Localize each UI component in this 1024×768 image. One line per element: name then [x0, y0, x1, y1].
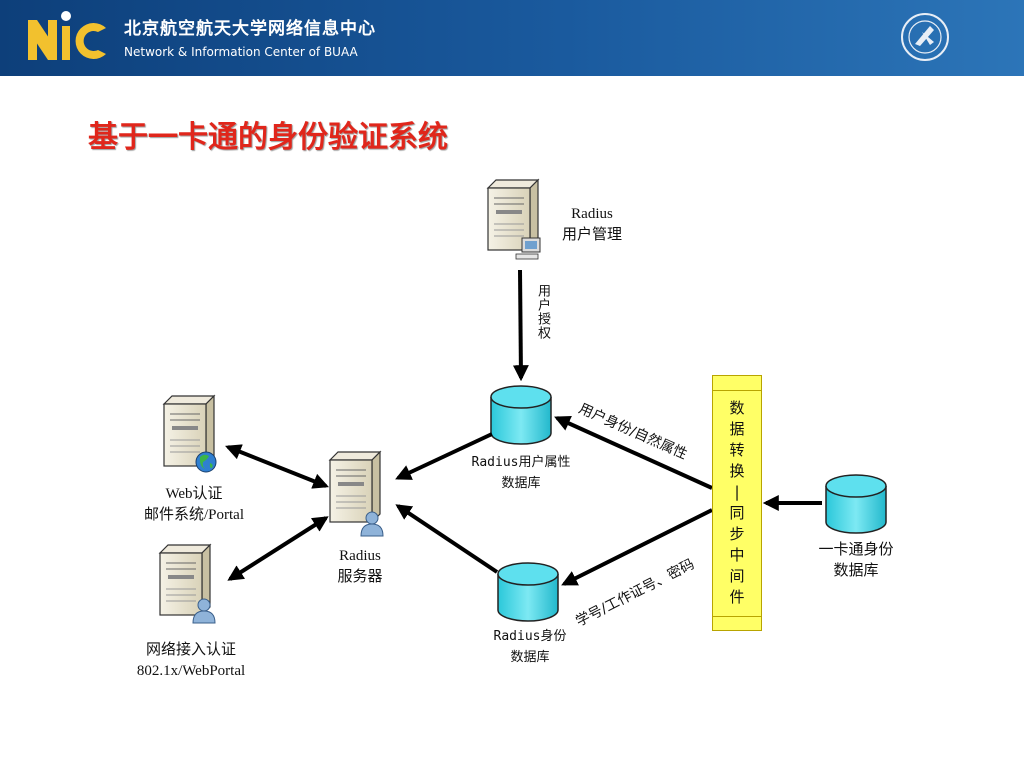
middleware-char: 步 [729, 525, 745, 543]
middleware-char: 同 [729, 504, 745, 522]
arrow-net-radius [227, 516, 329, 581]
card-db-label: 一卡通身份 数据库 [818, 542, 894, 579]
web-auth-label: Web认证 邮件系统/Portal [144, 486, 244, 523]
radius-identity-db-icon [497, 562, 559, 622]
university-seal-icon [901, 13, 949, 61]
web-auth-server-icon [163, 395, 217, 473]
radius-server-label: Radius 服务器 [337, 548, 383, 585]
middleware-char: 中 [729, 546, 745, 564]
arrow-iddb-radius [395, 504, 499, 574]
nic-logo [28, 11, 106, 60]
radius-attribute-db-icon [490, 385, 552, 445]
middleware-char: 件 [729, 588, 745, 606]
arrow-attrdb-radius [395, 432, 493, 480]
middleware-char: | [734, 483, 740, 501]
radius-admin-server-icon [487, 179, 541, 260]
arrow-authorize [512, 269, 529, 382]
middleware-char: 换 [729, 462, 745, 480]
arrow-mw-iddb [561, 508, 713, 586]
network-access-server-icon [159, 544, 216, 624]
middleware-label: 数 据 转 换 | 同 步 中 间 件 [713, 398, 761, 608]
org-name-en: Network & Information Center of BUAA [124, 45, 358, 59]
slide-title: 基于一卡通的身份验证系统 [88, 120, 448, 155]
edge-label-authorize: 用户授权 [535, 284, 550, 340]
middleware-char: 据 [729, 420, 745, 438]
arrow-mw-attrdb [554, 415, 713, 490]
radius-server-icon [329, 451, 384, 537]
org-name-cn: 北京航空航天大学网络信息中心 [124, 19, 376, 39]
arrow-web-radius [225, 444, 329, 489]
middleware-char: 数 [729, 399, 745, 417]
card-identity-db-icon [825, 474, 887, 534]
radius-admin-label: Radius 用户管理 [561, 206, 622, 243]
header-banner: 北京航空航天大学网络信息中心 Network & Information Cen… [0, 0, 1024, 76]
middleware-char: 转 [729, 441, 745, 459]
radius-id-db-label: Radius身份 数据库 [493, 629, 567, 665]
middleware-char: 间 [729, 567, 745, 585]
radius-attr-db-label: Radius用户属性 数据库 [471, 455, 571, 491]
middleware-box: 数 据 转 换 | 同 步 中 间 件 [712, 375, 762, 631]
net-auth-label: 网络接入认证 802.1x/WebPortal [136, 642, 246, 679]
